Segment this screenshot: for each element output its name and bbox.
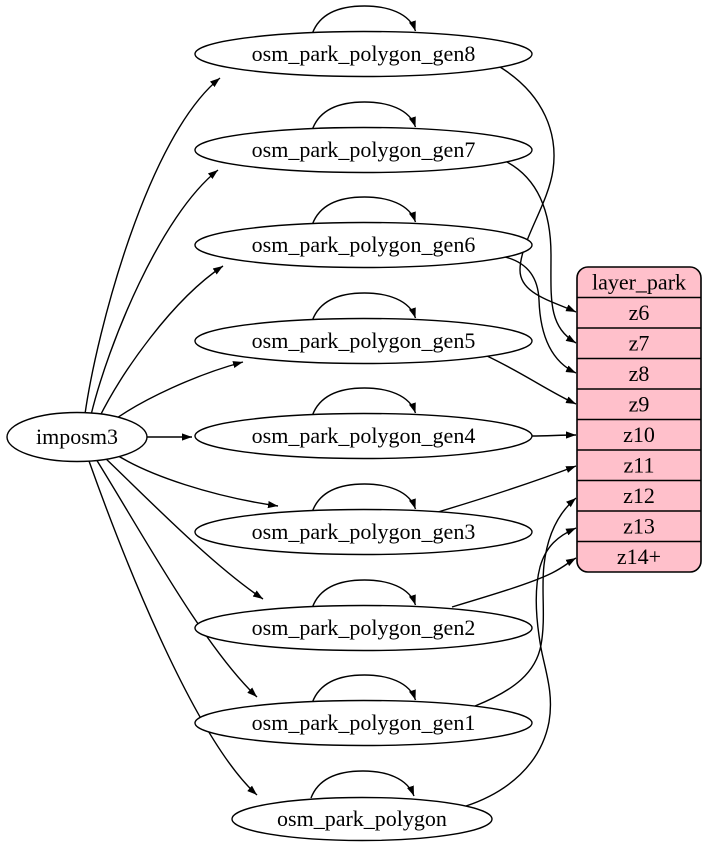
gen5-label: osm_park_polygon_gen5 <box>252 328 476 353</box>
self-loop-edges <box>310 5 417 799</box>
self-loop-gen4 <box>311 387 417 416</box>
gen7-label: osm_park_polygon_gen7 <box>252 137 476 162</box>
edge-gen1-to-z12 <box>474 497 577 707</box>
gen6-ellipse <box>194 221 533 269</box>
edges-to-layer <box>437 66 577 807</box>
gen3-label: osm_park_polygon_gen3 <box>252 519 476 544</box>
self-loop-gen6 <box>311 196 417 225</box>
edge-imposm3-to-gen8 <box>84 77 221 415</box>
imposm3-label: imposm3 <box>36 424 118 449</box>
edge-imposm3-to-gen3 <box>111 451 279 509</box>
gen2-label: osm_park_polygon_gen2 <box>252 615 476 640</box>
gen4-ellipse <box>194 412 533 460</box>
polygon-ellipse <box>231 796 493 842</box>
edge-imposm3-to-gen7 <box>90 169 219 416</box>
edge-polygon-to-z13 <box>465 527 577 807</box>
gen7-ellipse <box>194 126 533 174</box>
layer-park-record: layer_park z6 z7 z8 z9 z10 z11 z12 z13 z… <box>576 266 702 573</box>
edge-gen4-to-z10 <box>531 431 577 439</box>
edge-gen5-to-z9 <box>486 355 577 405</box>
gen3-ellipse <box>194 508 533 556</box>
edge-gen7-to-z7 <box>506 161 577 344</box>
node-osm-park-polygon-gen3: osm_park_polygon_gen3 <box>194 508 533 556</box>
node-osm-park-polygon-gen1: osm_park_polygon_gen1 <box>194 699 533 747</box>
node-imposm3: imposm3 <box>6 411 148 463</box>
edge-gen2-to-z14 <box>451 557 577 608</box>
self-loop-gen2 <box>311 579 417 608</box>
self-loop-gen1 <box>311 674 417 703</box>
layer-row-z6: z6 <box>629 300 650 325</box>
node-osm-park-polygon-gen8: osm_park_polygon_gen8 <box>194 30 533 78</box>
node-osm-park-polygon-gen2: osm_park_polygon_gen2 <box>194 604 533 652</box>
layer-row-z12: z12 <box>623 483 655 508</box>
node-osm-park-polygon-gen4: osm_park_polygon_gen4 <box>194 412 533 460</box>
layer-row-z7: z7 <box>629 331 650 356</box>
edge-gen3-to-z11 <box>437 465 577 513</box>
gen8-ellipse <box>194 30 533 78</box>
layer-row-z11: z11 <box>624 453 655 478</box>
self-loop-polygon <box>310 770 415 799</box>
node-osm-park-polygon-gen6: osm_park_polygon_gen6 <box>194 221 533 269</box>
node-osm-park-polygon: osm_park_polygon <box>231 796 493 842</box>
edge-imposm3-to-gen2 <box>102 455 264 600</box>
layer-row-z9: z9 <box>629 392 650 417</box>
layer-park-title: layer_park <box>592 270 686 295</box>
gen6-label: osm_park_polygon_gen6 <box>252 232 476 257</box>
edge-imposm3-to-gen1 <box>95 458 258 698</box>
layer-row-z8: z8 <box>629 361 650 386</box>
layer-row-z10: z10 <box>623 422 655 447</box>
self-loop-gen8 <box>311 5 417 34</box>
layer-row-z13: z13 <box>623 514 655 539</box>
gen1-ellipse <box>194 699 533 747</box>
edge-gen6-to-z8 <box>504 256 577 374</box>
self-loop-gen7 <box>311 101 417 130</box>
layer-row-z14: z14+ <box>617 544 661 569</box>
imposm3-ellipse <box>6 411 148 463</box>
edge-imposm3-to-gen6 <box>98 265 224 419</box>
edge-gen8-to-z6 <box>499 66 577 313</box>
edge-imposm3-to-gen5 <box>109 361 244 424</box>
gen4-label: osm_park_polygon_gen4 <box>252 423 476 448</box>
gen2-ellipse <box>194 604 533 652</box>
edges-from-source <box>84 77 279 796</box>
node-osm-park-polygon-gen7: osm_park_polygon_gen7 <box>194 126 533 174</box>
edge-imposm3-to-polygon <box>88 460 258 796</box>
node-osm-park-polygon-gen5: osm_park_polygon_gen5 <box>194 317 533 365</box>
gen8-label: osm_park_polygon_gen8 <box>252 41 476 66</box>
self-loop-gen5 <box>311 292 417 321</box>
gen1-label: osm_park_polygon_gen1 <box>252 710 476 735</box>
self-loop-gen3 <box>311 483 417 512</box>
gen5-ellipse <box>194 317 533 365</box>
polygon-label: osm_park_polygon <box>277 806 447 831</box>
